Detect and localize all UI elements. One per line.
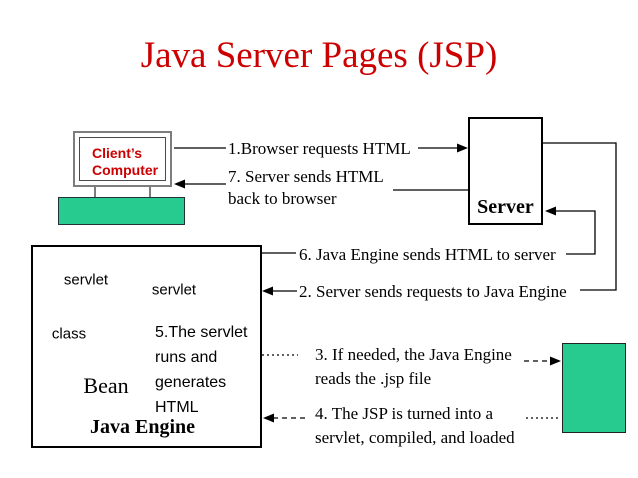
server-box: Server <box>468 117 543 225</box>
step-3-text: 3. If needed, the Java Engine reads the … <box>315 345 512 388</box>
arrowhead-into-jsp-file <box>550 356 561 366</box>
client-monitor: Client’s Computer <box>73 131 172 187</box>
java-engine-box: Java Engine <box>31 245 262 448</box>
servlet-ellipse-1-label: servlet <box>63 271 109 289</box>
step-4-text: 4. The JSP is turned into a servlet, com… <box>315 404 515 447</box>
bean-ellipse-label: Bean <box>83 373 129 398</box>
step-1-text: 1.Browser requests HTML <box>228 139 411 158</box>
page-title: Java Server Pages (JSP) <box>140 35 498 76</box>
class-ellipse-label: class <box>51 325 87 343</box>
client-monitor-screen: Client’s Computer <box>79 137 166 181</box>
step-7-text: 7. Server sends HTML back to browser <box>228 167 384 208</box>
java-engine-label: Java Engine <box>90 416 196 438</box>
step-5-text: 5.The servlet runs and generates HTML <box>155 324 248 416</box>
arrowhead-into-server-right <box>545 206 556 216</box>
servlet-ellipse-2-label: servlet <box>151 281 197 299</box>
arrowhead-into-engine-step2 <box>262 286 273 296</box>
step-2-text: 2. Server sends requests to Java Engine <box>299 282 567 301</box>
jsp-file-box <box>562 343 626 433</box>
client-computer-label: Client’s Computer <box>92 145 159 178</box>
step-6-text: 6. Java Engine sends HTML to server <box>299 245 556 264</box>
monitor-stand-base <box>58 197 185 225</box>
arrowhead-into-server-left <box>457 143 468 153</box>
line-step6-to-server <box>554 210 596 255</box>
arrowhead-into-engine-step4 <box>263 413 274 423</box>
line-server-to-step2 <box>541 142 617 291</box>
server-label: Server <box>477 196 534 218</box>
arrowhead-into-monitor <box>174 179 185 189</box>
